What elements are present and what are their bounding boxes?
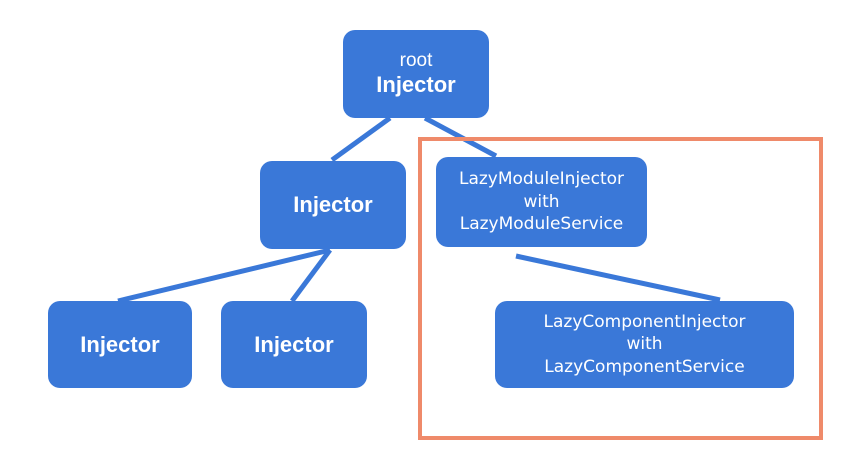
lazy-component-line-3: LazyComponentService xyxy=(544,356,745,377)
lazy-module-line-2: with xyxy=(523,191,560,212)
edge-root-to-injector xyxy=(330,115,392,163)
leaf-injector-right-node: Injector xyxy=(221,301,367,388)
root-injector-title: Injector xyxy=(376,72,456,98)
leaf-injector-right-label: Injector xyxy=(254,331,334,357)
edge-injector-to-right-leaf xyxy=(289,248,333,303)
lazy-module-injector-node: LazyModuleInjector with LazyModuleServic… xyxy=(436,157,647,247)
lazy-component-line-1: LazyComponentInjector xyxy=(543,311,746,332)
child-injector-node: Injector xyxy=(260,161,406,249)
root-injector-node: root Injector xyxy=(343,30,489,118)
child-injector-label: Injector xyxy=(293,192,373,218)
edge-lazy-module-to-lazy-component xyxy=(515,253,721,303)
lazy-module-line-3: LazyModuleService xyxy=(459,214,624,235)
lazy-component-line-2: with xyxy=(626,334,663,355)
lazy-component-injector-node: LazyComponentInjector with LazyComponent… xyxy=(495,301,794,388)
leaf-injector-left-label: Injector xyxy=(80,331,160,357)
root-injector-prefix: root xyxy=(399,49,433,71)
edge-injector-to-left-leaf xyxy=(117,247,331,304)
lazy-loading-highlight-frame xyxy=(418,137,823,440)
leaf-injector-left-node: Injector xyxy=(48,301,192,388)
lazy-module-line-1: LazyModuleInjector xyxy=(458,169,625,190)
